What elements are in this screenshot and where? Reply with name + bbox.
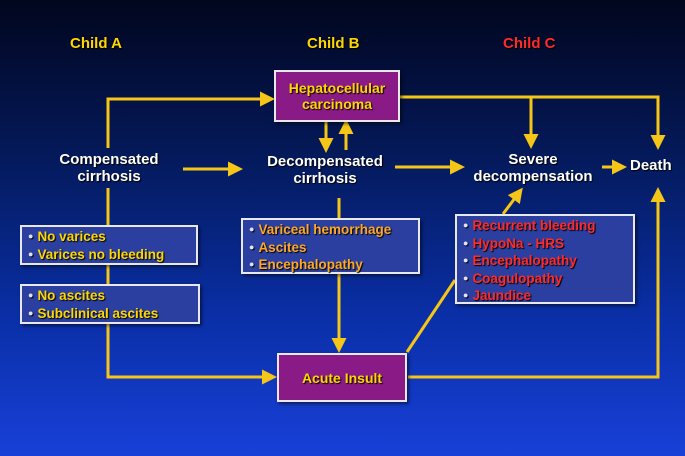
list-item: ●Encephalopathy [249,257,363,272]
list-item: ●Recurrent bleeding [463,218,596,233]
severe-features-box: ●Recurrent bleeding ●HypoNa - HRS ●Encep… [455,214,635,304]
arrow-acute-to-severe [405,279,457,353]
acute-insult-box: Acute Insult [277,353,407,402]
ascites-box: ●No ascites ●Subclinical ascites [20,284,200,324]
header-child-c: Child C [503,35,556,52]
severe-line2: decompensation [473,168,593,185]
header-child-a: Child A [70,35,122,52]
decompensated-line1: Decompensated [267,153,383,170]
hcc-line1: Hepatocellular [288,80,386,96]
compensated-line2: cirrhosis [77,168,141,185]
list-item: ●Variceal hemorrhage [249,222,392,237]
severe-decompensation: Severe decompensation [460,151,606,185]
death-node: Death [630,157,672,174]
compensated-line1: Compensated [59,151,159,168]
arrow-acute-to-death [408,187,666,379]
acute-insult-label: Acute Insult [301,369,383,386]
decompensated-features-box: ●Variceal hemorrhage ●Ascites ●Encephalo… [241,218,420,274]
arrow-compensated-to-acute [106,188,277,385]
compensated-cirrhosis: Compensated cirrhosis [44,151,174,185]
arrow-hcc-to-death [400,95,666,150]
list-item: ●No varices [28,229,106,244]
decompensated-line2: cirrhosis [293,170,357,187]
decompensated-cirrhosis: Decompensated cirrhosis [250,153,400,187]
list-item: ●No ascites [28,288,105,303]
hcc-line2: carcinoma [301,96,373,112]
list-item: ●Jaundice [463,288,531,303]
varices-box: ●No varices ●Varices no bleeding [20,225,198,265]
list-item: ●Encephalopathy [463,253,577,268]
list-item: ●Coagulopathy [463,270,563,286]
list-item: ●Ascites [249,239,307,255]
list-item: ●Varices no bleeding [28,246,165,262]
severe-line1: Severe [508,151,558,168]
arrow-compensated-to-hcc [106,91,275,148]
hcc-box: Hepatocellular carcinoma [274,70,400,122]
list-item: ●HypoNa - HRS [463,235,564,251]
header-child-b: Child B [307,35,360,52]
list-item: ●Subclinical ascites [28,305,159,321]
arrow-severe-box-to-severe [501,187,523,215]
